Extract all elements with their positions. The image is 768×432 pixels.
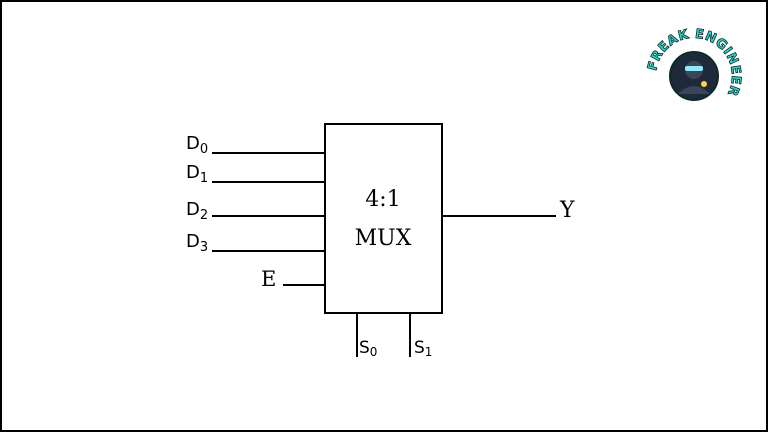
select-label-s0: S0	[359, 338, 377, 359]
freak-engineer-logo: FREAK ENGINEER	[646, 28, 742, 101]
mux-title-label: MUX	[355, 226, 412, 251]
engineer-figure-icon	[678, 61, 710, 94]
mux-title-ratio: 4:1	[365, 187, 400, 212]
output-label: Y	[559, 198, 575, 223]
input-label-d1: D1	[186, 162, 208, 186]
input-label-d0: D0	[186, 133, 208, 157]
input-label-d3: D3	[186, 231, 208, 255]
select-label-s1: S1	[414, 338, 432, 359]
input-label-d2: D2	[186, 199, 208, 223]
enable-label: E	[261, 267, 276, 291]
mux-block	[324, 123, 443, 314]
